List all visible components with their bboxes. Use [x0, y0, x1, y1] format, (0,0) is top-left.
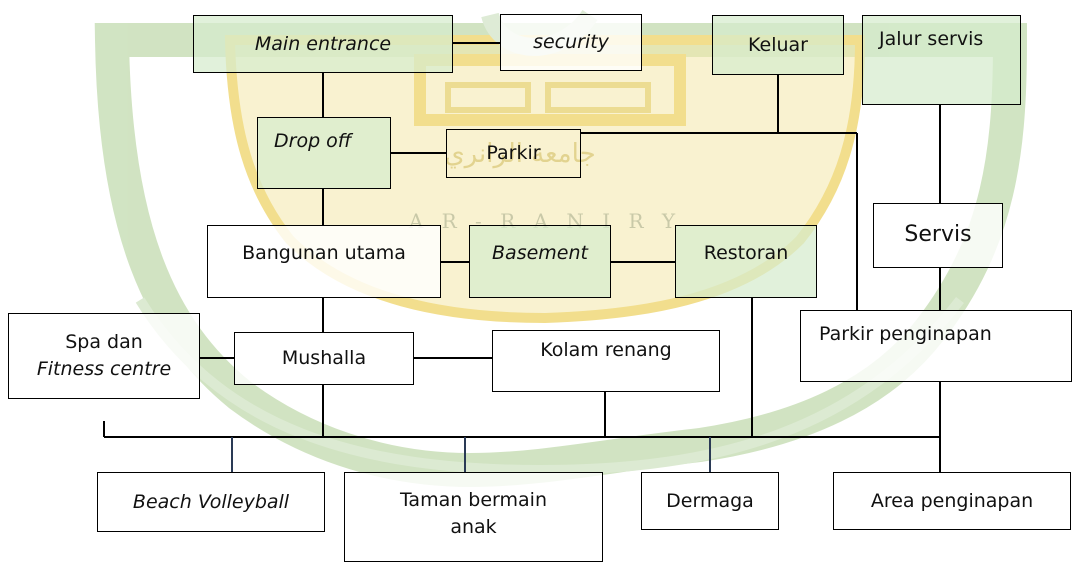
- keluar-label: Keluar: [748, 33, 808, 56]
- dermaga-node: Dermaga: [641, 472, 779, 530]
- area-penginapan-label: Area penginapan: [870, 489, 1034, 512]
- spa-fitness-node: Spa dan Fitness centre: [8, 313, 200, 399]
- seal-arabic-text: جامعة الرانري: [444, 139, 595, 169]
- spa-label-line1: Spa dan: [65, 331, 143, 354]
- dermaga-label: Dermaga: [666, 489, 754, 512]
- security-label: security: [533, 31, 609, 54]
- kolam-renang-node: Kolam renang: [492, 330, 720, 392]
- restoran-label: Restoran: [703, 242, 789, 264]
- mushalla-label: Mushalla: [281, 347, 367, 370]
- security-node: security: [500, 14, 642, 71]
- bangunan-utama-node: Bangunan utama: [207, 225, 441, 298]
- jalur-servis-label: Jalur servis: [879, 28, 984, 50]
- basement-label: Basement: [492, 242, 588, 264]
- taman-label-line1: Taman bermain: [399, 489, 548, 511]
- drop-off-node: Drop off: [257, 117, 391, 189]
- mushalla-node: Mushalla: [234, 332, 414, 385]
- servis-node: Servis: [873, 203, 1003, 268]
- parkir-label: Parkir: [486, 142, 541, 165]
- restoran-node: Restoran: [675, 225, 817, 298]
- bangunan-utama-label: Bangunan utama: [242, 242, 406, 264]
- parkir-penginapan-label: Parkir penginapan: [819, 323, 992, 345]
- taman-bermain-node: Taman bermain anak: [344, 472, 603, 562]
- drop-off-label: Drop off: [274, 130, 352, 152]
- jalur-servis-node: Jalur servis: [862, 15, 1021, 105]
- beach-volleyball-label: Beach Volleyball: [132, 490, 290, 513]
- main-entrance-label: Main entrance: [254, 32, 392, 55]
- main-entrance-node: Main entrance: [193, 15, 453, 73]
- beach-volleyball-node: Beach Volleyball: [97, 472, 325, 532]
- area-penginapan-node: Area penginapan: [833, 472, 1071, 530]
- keluar-node: Keluar: [712, 15, 844, 75]
- parkir-node: Parkir: [446, 129, 581, 178]
- seal-lower-ring: [135, 296, 964, 476]
- spa-label-line2: Fitness centre: [36, 358, 172, 380]
- taman-label-line2: anak: [450, 515, 497, 538]
- kolam-renang-label: Kolam renang: [540, 339, 672, 361]
- servis-label: Servis: [904, 222, 972, 248]
- parkir-penginapan-node: Parkir penginapan: [800, 310, 1072, 382]
- basement-node: Basement: [469, 225, 611, 298]
